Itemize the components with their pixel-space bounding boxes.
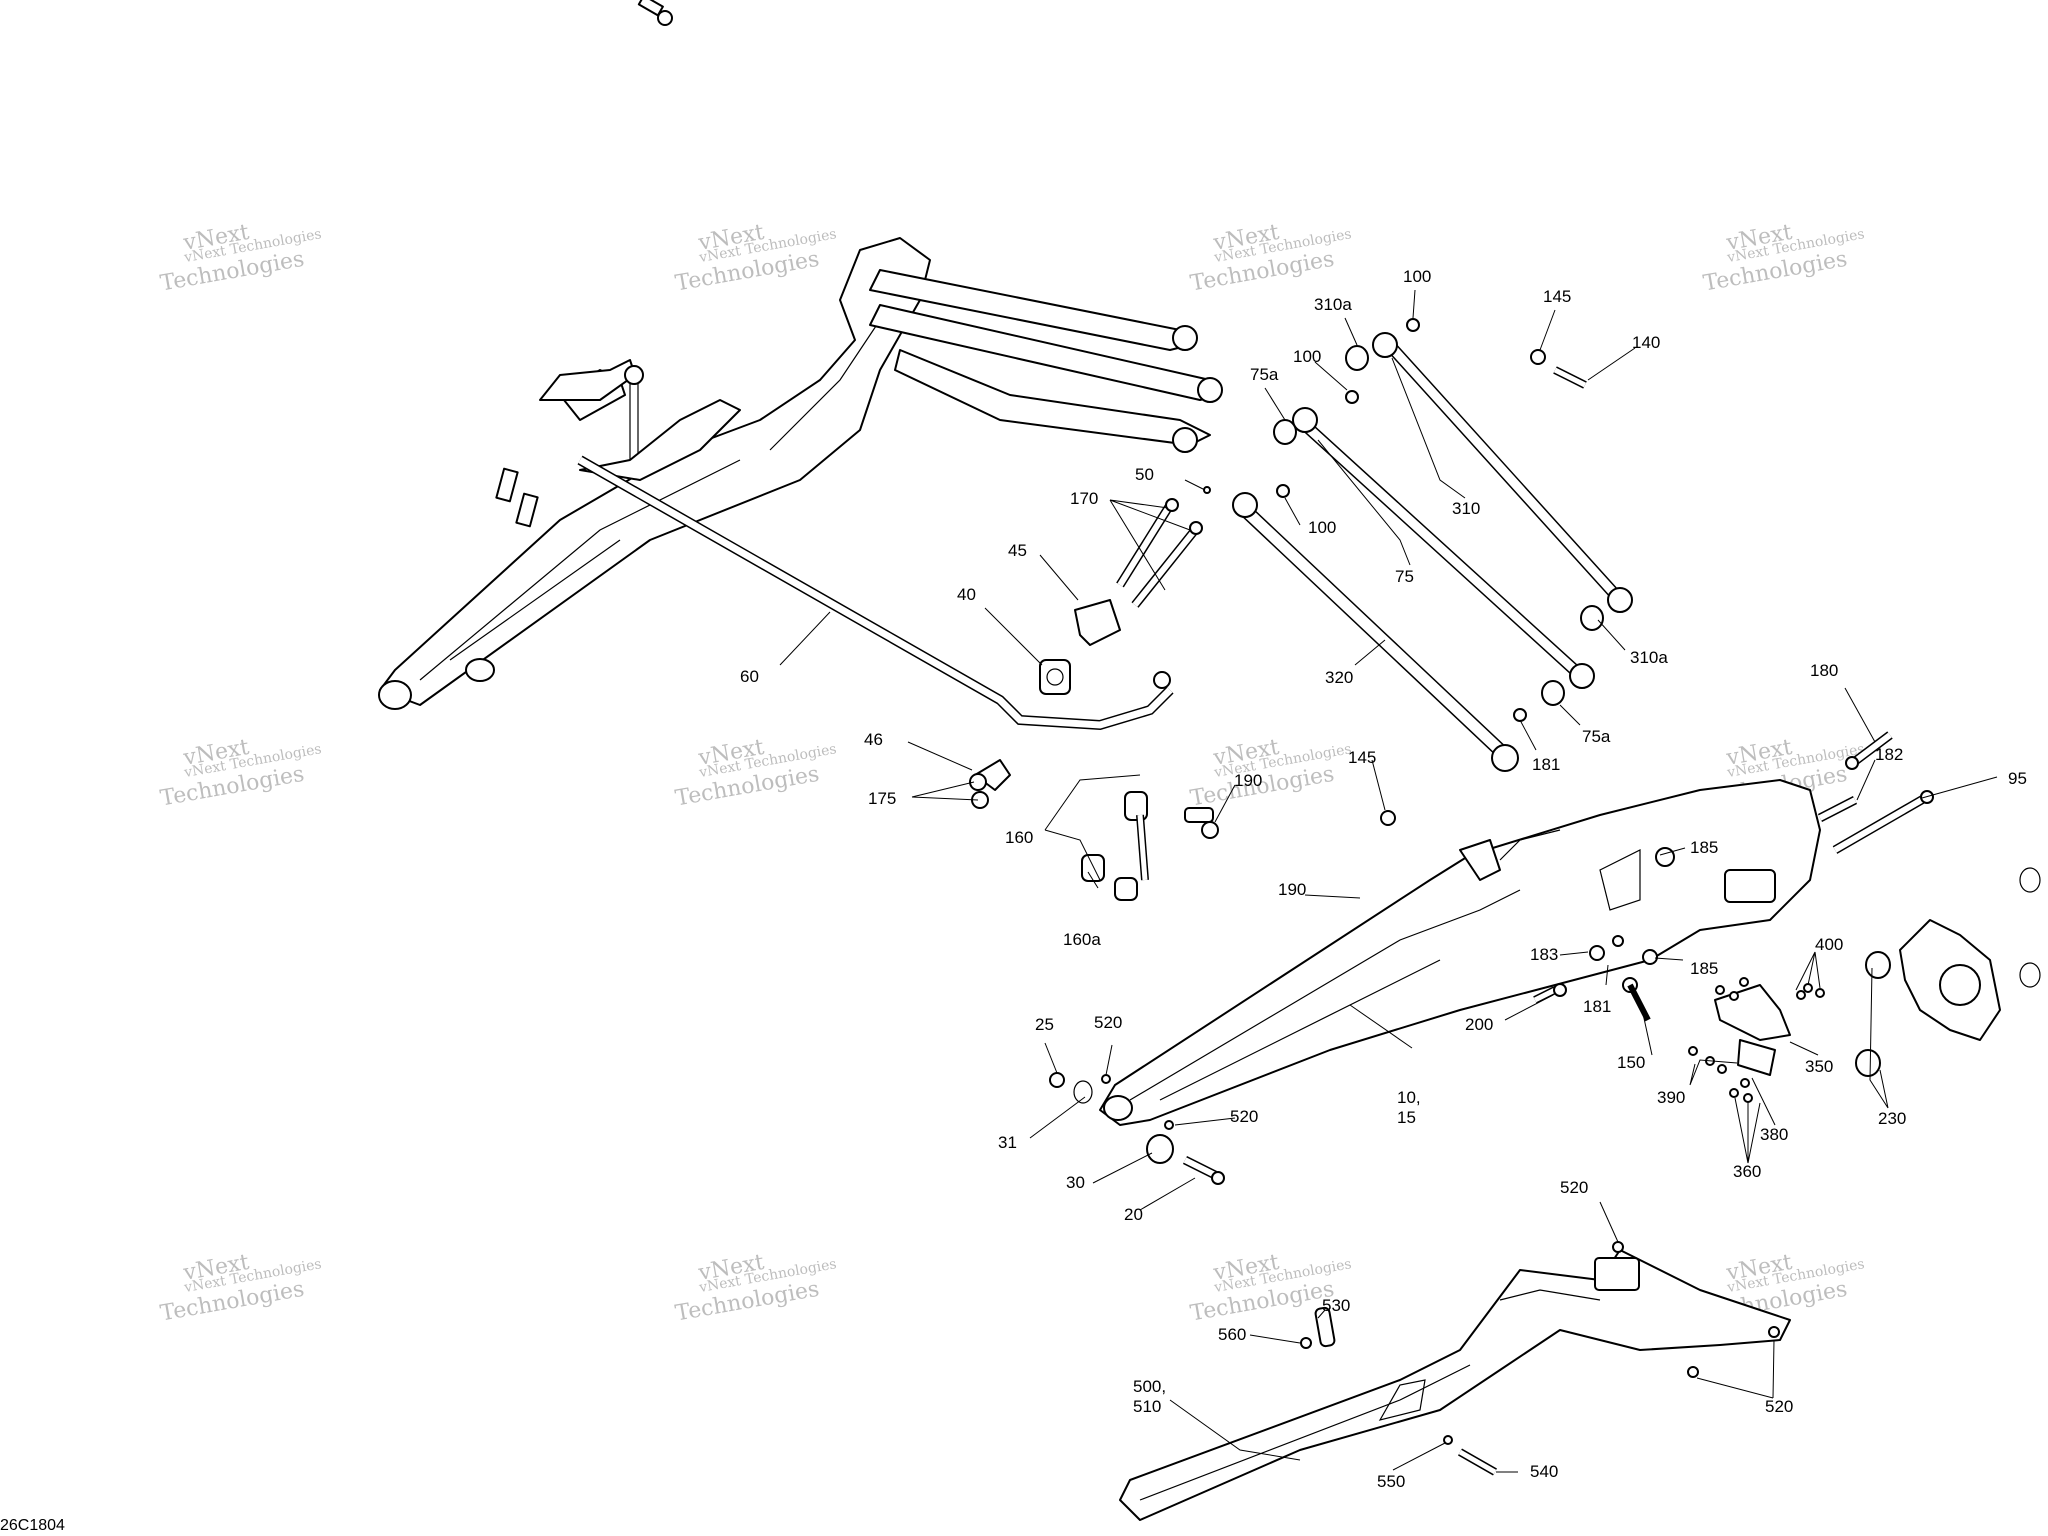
watermark: vNext vNext Technologies Technologies: [673, 220, 837, 297]
watermark: vNext vNext Technologies Technologies: [158, 735, 322, 812]
callout-labels: 100 310a 145 140 100 75a 50 170 100 310 …: [740, 267, 2027, 1491]
callout-label: 310: [1452, 499, 1480, 518]
callout-label: 140: [1632, 333, 1660, 352]
callout-label: 75: [1395, 567, 1414, 586]
trailing-arm-assembly: [378, 237, 1223, 710]
callout-label: 50: [1135, 465, 1154, 484]
callout-label: 175: [868, 789, 896, 808]
watermark: vNext vNext Technologies Technologies: [673, 1250, 837, 1327]
small-hardware: [1049, 935, 1825, 1185]
bolt-170-icon: [1116, 486, 1211, 608]
callout-label: 390: [1657, 1088, 1685, 1107]
callout-label: 183: [1530, 945, 1558, 964]
callout-label: 520: [1765, 1397, 1793, 1416]
callout-label: 25: [1035, 1015, 1054, 1034]
callout-label: 310a: [1630, 648, 1668, 667]
watermarks: vNext vNext Technologies Technologies vN…: [158, 220, 1865, 1327]
callout-label: 75a: [1582, 727, 1611, 746]
callout-label: 95: [2008, 769, 2027, 788]
callout-label: 310a: [1314, 295, 1352, 314]
watermark: vNext vNext Technologies Technologies: [1188, 220, 1352, 297]
callout-label: 520: [1560, 1178, 1588, 1197]
callout-label: 500,: [1133, 1377, 1166, 1396]
callout-label: 170: [1070, 489, 1098, 508]
callout-label: 100: [1293, 347, 1321, 366]
callout-label: 350: [1805, 1057, 1833, 1076]
callout-label: 360: [1733, 1162, 1761, 1181]
diagram-code: 26C1804: [0, 1517, 65, 1534]
callout-label: 46: [864, 730, 883, 749]
callout-label: 530: [1322, 1296, 1350, 1315]
frame-rail-500: [1119, 1241, 1791, 1521]
watermark: vNext vNext Technologies Technologies: [158, 1250, 322, 1327]
callout-label: 185: [1690, 959, 1718, 978]
callout-label: 520: [1094, 1013, 1122, 1032]
callout-label: 400: [1815, 935, 1843, 954]
callout-label: 200: [1465, 1015, 1493, 1034]
sway-bar-bushing-icon: [1039, 599, 1121, 695]
callout-label: 160a: [1063, 930, 1101, 949]
callout-label: 520: [1230, 1107, 1258, 1126]
sway-bar: [577, 455, 1174, 731]
callout-label: 190: [1234, 771, 1262, 790]
callout-label: 230: [1878, 1109, 1906, 1128]
callout-label: 182: [1875, 745, 1903, 764]
callout-label: 181: [1583, 997, 1611, 1016]
control-links: [1232, 318, 1633, 772]
bolt-top-icon: [637, 0, 673, 26]
trailing-arm-10: [1099, 779, 1821, 1126]
callout-label: 45: [1008, 541, 1027, 560]
watermark: vNext vNext Technologies Technologies: [673, 735, 837, 812]
callout-label: 190: [1278, 880, 1306, 899]
callout-label: 380: [1760, 1125, 1788, 1144]
callout-label: 145: [1543, 287, 1571, 306]
callout-label: 60: [740, 667, 759, 686]
wheel-hub-icon: [1855, 867, 2041, 1077]
leader-lines: [779, 289, 1998, 1473]
callout-label: 560: [1218, 1325, 1246, 1344]
callout-label: 510: [1133, 1397, 1161, 1416]
watermark: vNext vNext Technologies Technologies: [1701, 220, 1865, 297]
end-link-icon: [1081, 791, 1396, 901]
callout-label: 181: [1532, 755, 1560, 774]
callout-label: 100: [1308, 518, 1336, 537]
callout-label: 180: [1810, 661, 1838, 680]
bolt-140-icon: [1530, 349, 1587, 389]
callout-label: 160: [1005, 828, 1033, 847]
callout-label: 320: [1325, 668, 1353, 687]
bolts-180-182-95: [1817, 731, 1934, 854]
callout-label: 145: [1348, 748, 1376, 767]
callout-label: 550: [1377, 1472, 1405, 1491]
callout-label: 10,: [1397, 1088, 1421, 1107]
callout-label: 150: [1617, 1053, 1645, 1072]
bracket-46-icon: [969, 759, 1011, 809]
callout-label: 75a: [1250, 365, 1279, 384]
watermark: vNext vNext Technologies Technologies: [1188, 735, 1352, 812]
callout-label: 30: [1066, 1173, 1085, 1192]
callout-label: 540: [1530, 1462, 1558, 1481]
callout-label: 31: [998, 1133, 1017, 1152]
callout-label: 185: [1690, 838, 1718, 857]
watermark: vNext vNext Technologies Technologies: [158, 220, 322, 297]
callout-label: 40: [957, 585, 976, 604]
callout-label: 15: [1397, 1108, 1416, 1127]
callout-label: 100: [1403, 267, 1431, 286]
callout-label: 20: [1124, 1205, 1143, 1224]
